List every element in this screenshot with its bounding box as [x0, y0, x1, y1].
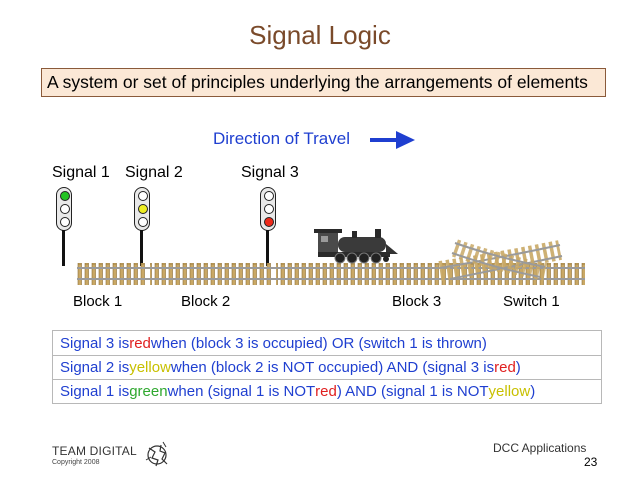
- footer-brand: TEAM DIGITAL: [52, 444, 137, 458]
- rule-row-signal-2: Signal 2 is yellow when (block 2 is NOT …: [53, 355, 601, 379]
- signal-2-label: Signal 2: [125, 164, 183, 181]
- rule-text: ): [515, 359, 521, 376]
- rule-aspect-yellow: yellow: [488, 383, 531, 400]
- rule-aspect-red: red: [494, 359, 516, 376]
- block-gap-2: [272, 262, 276, 286]
- block-1-label: Block 1: [73, 293, 123, 310]
- signal-2-lamp-bottom: [137, 217, 148, 227]
- right-arrow-icon: [370, 131, 415, 149]
- signal-1-label: Signal 1: [52, 164, 110, 181]
- signal-3-head: [260, 187, 276, 231]
- rule-text: when (block 3 is occupied) OR (switch 1 …: [150, 334, 487, 352]
- signal-3-lamp-middle: [263, 204, 274, 214]
- definition-box: A system or set of principles underlying…: [41, 68, 606, 97]
- signal-2-lamp-top: [137, 191, 148, 201]
- footer-course-name: DCC Applications: [493, 441, 587, 455]
- signal-2-lamp-yellow: [137, 204, 148, 214]
- rule-text: Signal 3 is: [60, 334, 130, 352]
- signal-rules-table: Signal 3 is red when (block 3 is occupie…: [52, 330, 602, 404]
- rule-row-signal-3: Signal 3 is red when (block 3 is occupie…: [53, 331, 601, 355]
- switch-1-label: Switch 1: [503, 293, 560, 310]
- footer-copyright: Copyright 2008: [52, 459, 100, 466]
- rule-aspect-red: red: [315, 383, 337, 400]
- track-diagram: [77, 229, 585, 286]
- block-gap-1: [146, 262, 150, 286]
- signal-1-lamp-middle: [59, 204, 70, 214]
- signal-2-post: [140, 230, 143, 266]
- signal-1-post: [62, 230, 65, 266]
- rule-text: Signal 1 is: [60, 383, 130, 400]
- page-number: 23: [584, 455, 598, 469]
- direction-of-travel-label: Direction of Travel: [213, 129, 350, 148]
- signal-3-post: [266, 230, 269, 266]
- team-digital-logo: [145, 441, 168, 467]
- rule-text: Signal 2 is: [60, 359, 130, 376]
- rule-row-signal-1: Signal 1 is green when (signal 1 is NOT …: [53, 379, 601, 403]
- rule-text: when (signal 1 is NOT: [167, 383, 316, 400]
- rule-aspect-yellow: yellow: [129, 359, 171, 376]
- signal-1-lamp-green: [59, 191, 70, 201]
- signal-3-label: Signal 3: [241, 164, 299, 181]
- rule-text: ) AND (signal 1 is NOT: [336, 383, 489, 400]
- signal-3-lamp-top: [263, 191, 274, 201]
- slide-title: Signal Logic: [249, 20, 391, 50]
- switch-curved-route: [451, 239, 547, 281]
- rule-aspect-green: green: [129, 383, 168, 400]
- signal-1-lamp-bottom: [59, 217, 70, 227]
- rule-text: when (block 2 is NOT occupied) AND (sign…: [170, 359, 495, 376]
- rule-text: ): [530, 383, 536, 400]
- block-2-label: Block 2: [181, 293, 231, 310]
- signal-2-head: [134, 187, 150, 231]
- locomotive-icon: [314, 229, 398, 264]
- rule-aspect-red: red: [129, 334, 151, 352]
- signal-3-lamp-red: [263, 217, 274, 227]
- block-3-label: Block 3: [392, 293, 442, 310]
